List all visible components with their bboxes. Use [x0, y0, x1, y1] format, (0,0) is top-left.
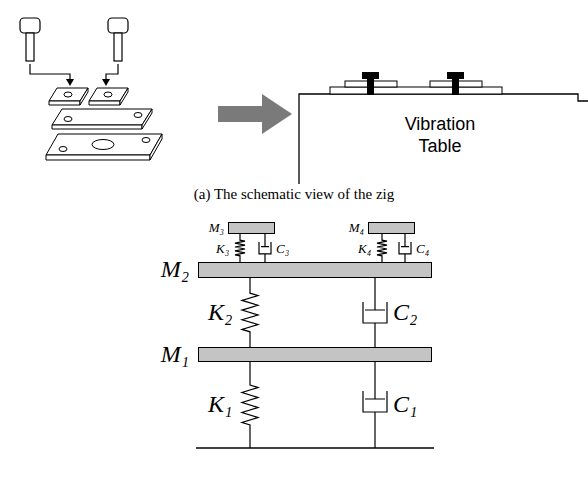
stiffness-label: K₃	[216, 242, 229, 255]
stiffness-label: K₄	[358, 242, 371, 255]
table-label: Vibration Table	[385, 113, 495, 157]
damper-symbol	[363, 362, 387, 448]
table-outline	[299, 94, 588, 184]
assembly-line	[30, 64, 70, 80]
spring-symbol	[242, 278, 258, 347]
mass-block: M₃	[228, 222, 275, 234]
plate-hole	[142, 138, 150, 143]
element-label: K₁	[208, 392, 232, 416]
damping-label: C₄	[416, 242, 429, 255]
plate-edge	[80, 88, 88, 105]
damper-symbol	[259, 234, 271, 262]
plate-hole	[64, 92, 72, 97]
assembly-line	[106, 64, 118, 80]
plate-hole	[104, 92, 112, 97]
mass-block: M₂	[198, 262, 432, 278]
plate-hole	[59, 147, 67, 152]
vibration-table: Vibration Table	[385, 113, 495, 157]
bolt-head	[108, 18, 128, 33]
bolt-head	[20, 18, 40, 33]
plate	[52, 109, 152, 125]
plate-hole	[134, 113, 142, 118]
big-arrow	[218, 94, 292, 134]
damper-symbol	[363, 278, 387, 347]
bolt-shank	[367, 79, 374, 95]
plate-hole	[92, 140, 114, 150]
plate-edge	[142, 109, 152, 129]
damping-label: C₂	[393, 300, 417, 324]
damper-symbol	[399, 234, 411, 262]
spring-symbol	[235, 234, 245, 262]
bolt-shank	[452, 79, 459, 95]
bolt-head	[362, 72, 379, 79]
plate-edge	[49, 101, 80, 105]
plate-edge	[89, 101, 120, 105]
mass-label: M₂	[161, 257, 189, 281]
bolt-shank	[114, 33, 122, 61]
plate-hole	[64, 117, 72, 122]
element-label: C₁	[393, 392, 417, 416]
plate-edge	[46, 155, 150, 160]
plate-edge	[150, 134, 162, 160]
stiffness-label: K₂	[208, 300, 232, 324]
mass-block: M₄	[368, 222, 415, 234]
mass-block: M₁	[198, 347, 432, 362]
spring-symbol	[242, 362, 258, 448]
mounted-plate	[330, 87, 502, 94]
plate	[46, 134, 162, 155]
mass-label: M₄	[349, 221, 364, 234]
bolt-shank	[26, 33, 34, 61]
arrow-head	[66, 79, 74, 86]
arrow-head	[102, 79, 110, 86]
mass-label: M₁	[161, 342, 189, 366]
bolt-head	[447, 72, 464, 79]
spring-symbol	[377, 234, 387, 262]
plate-edge	[52, 125, 142, 129]
damping-label: C₃	[276, 242, 289, 255]
ground-line	[196, 447, 434, 448]
mass-label: M₃	[209, 221, 224, 234]
plate-edge	[120, 88, 128, 105]
figure-caption: (a) The schematic view of the zig	[0, 187, 588, 202]
